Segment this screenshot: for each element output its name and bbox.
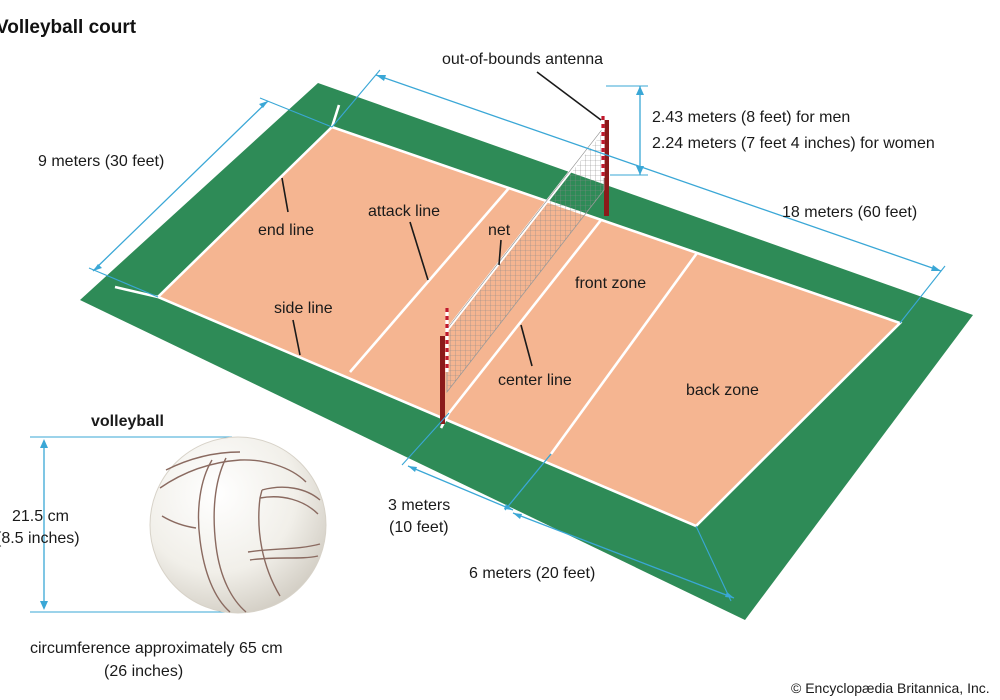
label-net-height-women: 2.24 meters (7 feet 4 inches) for women [652, 135, 935, 152]
volleyball-ball [149, 436, 327, 614]
dimension-half-length [504, 453, 735, 602]
ball-diameter-dimension [30, 436, 232, 613]
ball-diameter-2: (8.5 inches) [0, 530, 80, 547]
label-antenna: out-of-bounds antenna [442, 51, 603, 68]
ball-circumference-1: circumference approximately 65 cm [30, 640, 283, 657]
net-post-near [440, 336, 445, 424]
label-end-line: end line [258, 222, 314, 239]
label-center-line: center line [498, 372, 572, 389]
attack-line-left [349, 187, 510, 373]
net-post-far [604, 120, 609, 216]
leader-net [498, 239, 502, 266]
label-width: 9 meters (30 feet) [38, 153, 164, 170]
dimension-length [331, 69, 946, 324]
label-attack-line: attack line [368, 203, 440, 220]
attack-line-right [549, 252, 699, 455]
leader-side-line [292, 319, 301, 356]
center-line [447, 219, 603, 414]
court-surface [158, 127, 900, 526]
label-half-length: 6 meters (20 feet) [469, 565, 595, 582]
label-length: 18 meters (60 feet) [782, 204, 917, 221]
leader-end-line [281, 177, 289, 213]
leader-center-line [520, 324, 533, 367]
dimension-width [88, 97, 333, 298]
label-back-zone: back zone [686, 382, 759, 399]
label-attack-dist-2: (10 feet) [389, 519, 449, 536]
leader-antenna [536, 71, 602, 121]
label-side-line: side line [274, 300, 333, 317]
copyright: © Encyclopædia Britannica, Inc. [791, 680, 990, 696]
end-line-ext-bottom [114, 285, 159, 299]
end-line-ext-top [330, 104, 341, 128]
leader-attack-line [409, 221, 429, 281]
ball-diameter-1: 21.5 cm [12, 508, 69, 525]
net-top-edge [446, 126, 605, 330]
diagram-title: Volleyball court [0, 17, 137, 38]
label-attack-dist-1: 3 meters [388, 497, 450, 514]
label-front-zone: front zone [575, 275, 646, 292]
dimension-net-height [606, 85, 648, 176]
label-net-height-men: 2.43 meters (8 feet) for men [652, 109, 850, 126]
label-net: net [488, 222, 511, 239]
net-top-band [445, 127, 606, 331]
ball-circumference-2: (26 inches) [104, 663, 183, 680]
ball-title: volleyball [91, 413, 164, 430]
